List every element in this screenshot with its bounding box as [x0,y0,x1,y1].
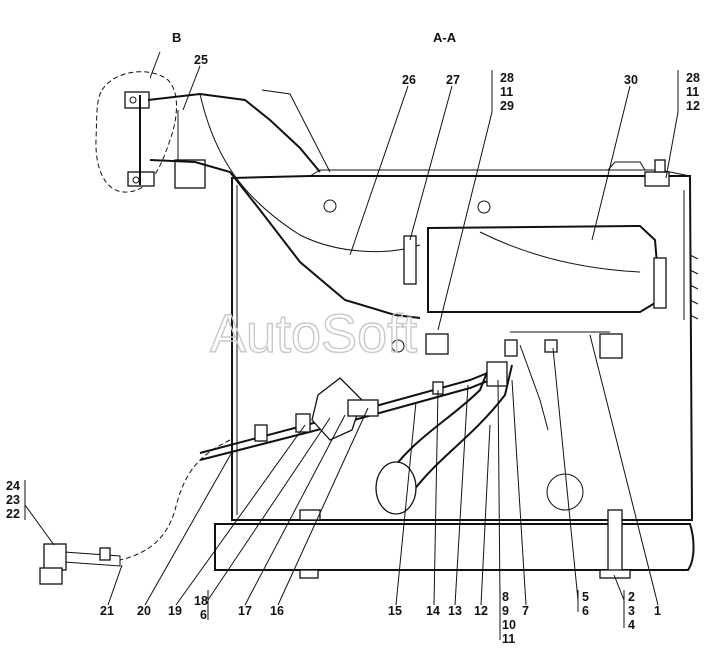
base-frame [214,473,695,579]
callout-12a: 12 [686,99,700,113]
fuel-line [39,339,549,585]
callout-12b: 12 [474,604,488,618]
callout-18: 18 [194,594,208,608]
heater-unit-30 [403,224,667,313]
mounting-brackets [425,331,623,359]
callout-29: 29 [500,99,514,113]
callout-30: 30 [624,73,638,87]
callout-13: 13 [448,604,462,618]
detail-b-callout [95,51,177,193]
callout-1: 1 [654,604,661,618]
callouts: 25 26 27 28 11 29 30 28 11 12 24 23 22 2… [6,53,700,646]
callout-2: 2 [628,590,635,604]
air-duct [147,89,421,319]
callout-26: 26 [402,73,416,87]
callout-10: 10 [502,618,516,632]
callout-14: 14 [426,604,440,618]
section-label: A-A [433,30,457,45]
callout-5: 5 [582,590,589,604]
callout-22: 22 [6,507,20,521]
detail-label: B [172,30,181,45]
callout-24: 24 [6,479,20,493]
callout-7: 7 [522,604,529,618]
callout-27: 27 [446,73,460,87]
callout-15: 15 [388,604,402,618]
callout-17: 17 [238,604,252,618]
callout-6a: 6 [200,608,207,622]
callout-11b: 11 [686,85,699,99]
callout-3: 3 [628,604,635,618]
callout-9: 9 [502,604,509,618]
callout-4: 4 [628,618,635,632]
callout-8: 8 [502,590,509,604]
callout-6b: 6 [582,604,589,618]
callout-19: 19 [168,604,182,618]
callout-16: 16 [270,604,284,618]
callout-21: 21 [100,604,114,618]
callout-28a: 28 [500,71,514,85]
callout-11a: 11 [500,85,513,99]
callout-11c: 11 [502,632,515,646]
leader-lines [24,65,679,640]
heater-housing [231,159,699,521]
callout-23: 23 [6,493,20,507]
callout-20: 20 [137,604,151,618]
watermark-text: AutoSoft [210,304,417,364]
callout-28b: 28 [686,71,700,85]
callout-25: 25 [194,53,208,67]
